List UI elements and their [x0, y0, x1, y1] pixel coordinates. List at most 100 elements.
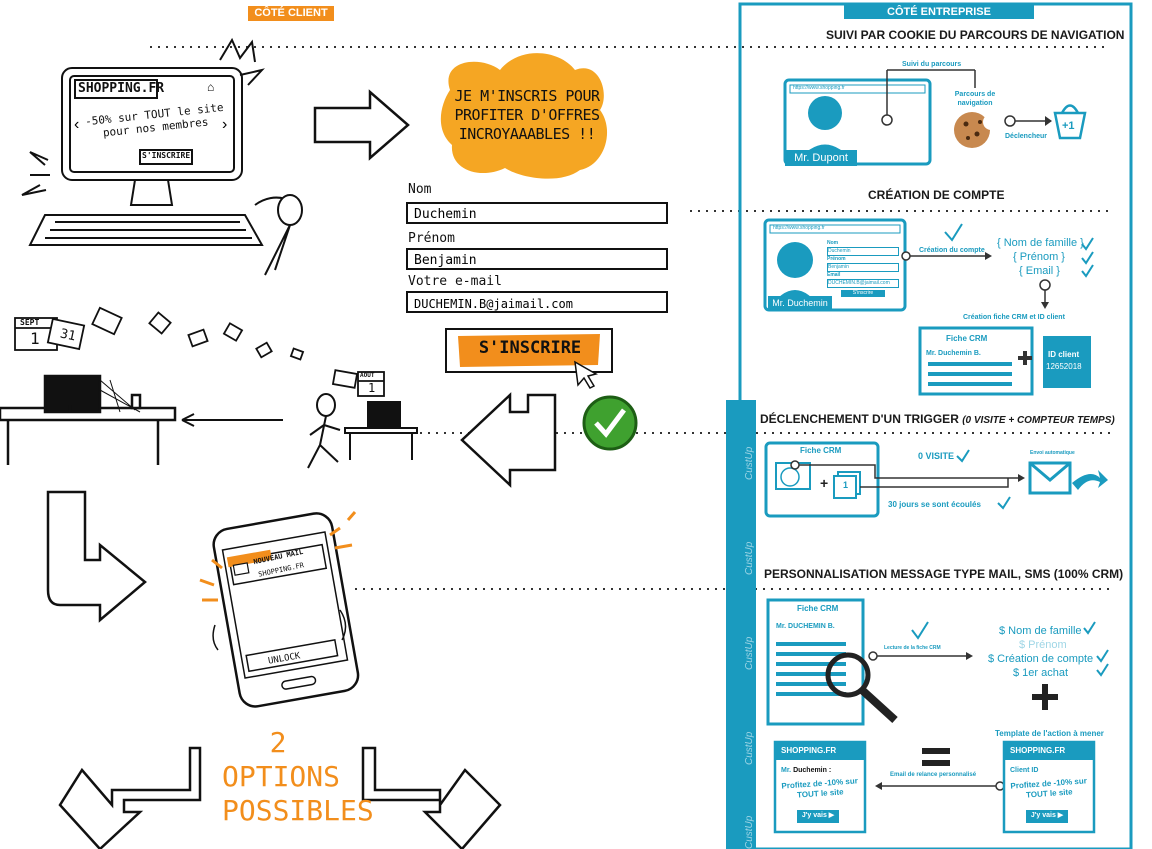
s3-visits: 0 VISITE	[918, 451, 955, 461]
side-label-5: CustUp	[744, 815, 755, 849]
s2-id-label: ID client	[1048, 350, 1080, 359]
calendar-end-month: AOUT	[360, 372, 375, 379]
s4-var-creation: $ Création de compte	[988, 653, 1094, 665]
s4-mail-left-brand: SHOPPING.FR	[781, 746, 837, 755]
burst-marks	[21, 37, 265, 196]
side-label-3: CustUp	[744, 636, 755, 670]
calendar-next-day: 31	[58, 326, 78, 345]
s1-plus-one: +1	[1062, 120, 1075, 132]
s2-form-button: S'inscrire	[841, 290, 885, 297]
side-label-2: CustUp	[744, 541, 755, 575]
chevron-left-icon: ‹	[74, 116, 80, 133]
calendar-start-month: SEPT	[20, 318, 40, 327]
arrow-bottom-right	[361, 746, 502, 849]
s3-drawing	[764, 441, 1108, 518]
s4-mail-left-prefix: Mr.	[781, 767, 794, 774]
calendars	[14, 306, 385, 397]
nom-label: Nom	[408, 182, 432, 197]
email-label: Votre e-mail	[408, 274, 502, 289]
s3-days: 30 jours se sont écoulés	[888, 500, 981, 509]
check-badge	[582, 395, 638, 451]
s4-mail-left-name: Mr. Duchemin :	[781, 767, 831, 774]
s2-user: Mr. Duchemin	[768, 296, 832, 310]
s4-var-nom: $ Nom de famille	[999, 625, 1082, 637]
client-header: CÔTÉ CLIENT	[248, 6, 334, 21]
s2-form-email-label: Email	[827, 272, 841, 278]
side-label-1: CustUp	[744, 446, 755, 480]
arrow-left	[181, 413, 283, 427]
s3-title: DÉCLENCHEMENT D'UN TRIGGER (0 VISITE + C…	[760, 412, 1115, 426]
s4-var-achat: $ 1er achat	[1013, 667, 1069, 679]
monitor-signup-button[interactable]: S'INSCRIRE	[142, 151, 191, 160]
s1-user: Mr. Dupont	[785, 150, 857, 166]
s4-read: Lecture de la fiche CRM	[884, 645, 941, 651]
s3-title-main: DÉCLENCHEMENT D'UN TRIGGER	[760, 412, 959, 426]
speech-blob	[440, 53, 608, 179]
s2-crm-name: Mr. Duchemin B.	[926, 350, 981, 357]
s1-path: Parcours de navigation	[954, 91, 996, 107]
s4-template: Template de l'action à mener	[995, 729, 1104, 738]
s2-form-prenom-label: Prénom	[827, 256, 846, 262]
s1-drawing	[783, 69, 1087, 166]
s3-title-note: (0 VISITE + COMPTEUR TEMPS)	[962, 415, 1115, 426]
s4-mail-right-name: Client ID	[1010, 767, 1039, 774]
options-text: 2 OPTIONS POSSIBLES	[222, 726, 374, 827]
s1-trigger: Déclencheur	[1005, 133, 1048, 140]
s4-mail-left-surname: Duchemin :	[793, 767, 832, 774]
s2-form-prenom-value: Benjamin	[827, 263, 899, 272]
s4-relance: Email de relance personnalisé	[890, 772, 977, 778]
s2-crm-title: Fiche CRM	[946, 334, 988, 343]
nom-field[interactable]: Duchemin	[406, 202, 668, 224]
s4-drawing	[766, 598, 1096, 834]
enterprise-header: CÔTÉ ENTREPRISE	[844, 5, 1034, 19]
s4-mail-left-button[interactable]: J'y vais ▶	[801, 812, 835, 819]
cart-icon: ⌂	[207, 80, 215, 94]
s2-created: Création du compte	[919, 247, 985, 254]
s3-counter: 1	[843, 480, 849, 490]
s2-mini-form: Nom Duchemin Prénom Benjamin Email DUCHE…	[827, 240, 899, 297]
s2-crm-created: Création fiche CRM et ID client	[963, 314, 1065, 321]
s4-mail-right-button[interactable]: J'y vais ▶	[1030, 812, 1064, 819]
s2-form-nom-label: Nom	[827, 240, 839, 246]
s1-url: https://www.shopping.fr	[793, 85, 845, 91]
s1-title: SUIVI PAR COOKIE DU PARCOURS DE NAVIGATI…	[826, 28, 1125, 42]
vibration-marks	[199, 511, 357, 602]
prenom-field[interactable]: Benjamin	[406, 248, 668, 270]
cursor-icon	[574, 360, 598, 389]
check-marks	[911, 223, 1109, 677]
calendar-start-day: 1	[30, 329, 40, 348]
s1-track: Suivi du parcours	[902, 61, 962, 68]
prenom-label: Prénom	[408, 231, 455, 246]
s4-title: PERSONNALISATION MESSAGE TYPE MAIL, SMS …	[764, 567, 1124, 581]
s2-title: CRÉATION DE COMPTE	[868, 188, 1005, 202]
arrow-bottom-left	[58, 746, 202, 849]
side-label-4: CustUp	[744, 731, 755, 765]
s2-field-prenom: { Prénom }	[1013, 251, 1065, 263]
monitor-site-title: SHOPPING.FR	[78, 81, 165, 96]
s4-crm-title: Fiche CRM	[797, 604, 839, 613]
s4-var-prenom: $ Prénom	[1019, 639, 1067, 651]
arrow-right-1	[313, 89, 410, 161]
chevron-right-icon: ›	[222, 116, 228, 133]
s2-field-email: { Email }	[1019, 265, 1060, 277]
signup-button[interactable]: S'INSCRIRE	[478, 338, 582, 358]
s2-id-value: 12652018	[1046, 362, 1082, 371]
arrow-down-right	[46, 490, 147, 623]
s4-crm-name: Mr. DUCHEMIN B.	[776, 623, 835, 630]
desk-left	[0, 374, 177, 465]
person-drawing	[307, 393, 418, 469]
s2-field-nom: { Nom de famille }	[997, 237, 1084, 249]
s4-mail-right-brand: SHOPPING.FR	[1010, 746, 1066, 755]
arrow-return	[460, 392, 557, 488]
s2-url: https://www.shopping.fr	[773, 225, 825, 231]
s3-plus: +	[820, 475, 829, 491]
speech-text: JE M'INSCRIS POUR PROFITER D'OFFRES INCR…	[454, 87, 600, 143]
s2-form-email-value: DUCHEMIN.B@jaimail.com	[827, 279, 899, 288]
calendar-end-day: 1	[368, 381, 376, 395]
s3-crm-title: Fiche CRM	[800, 446, 842, 455]
s3-auto: Envoi automatique	[1030, 450, 1075, 456]
email-field[interactable]: DUCHEMIN.B@jaimail.com	[406, 291, 668, 313]
computer-drawing	[28, 67, 303, 276]
phone-drawing	[212, 512, 360, 708]
